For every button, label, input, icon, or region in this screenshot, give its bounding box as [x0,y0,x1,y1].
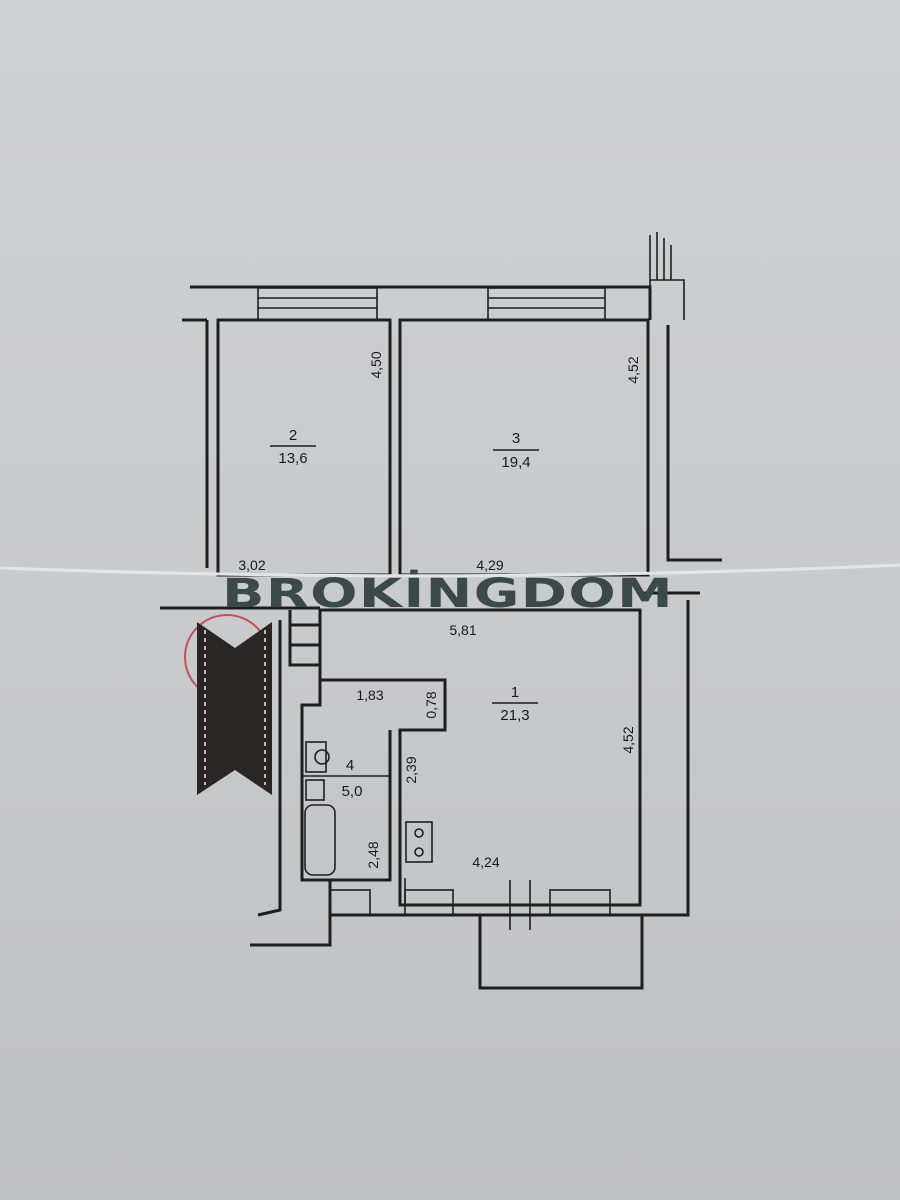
svg-text:4,29: 4,29 [476,557,503,573]
watermark: BROKİNGDOM [222,569,674,617]
svg-text:4,24: 4,24 [472,854,499,870]
svg-text:4,52: 4,52 [625,356,641,383]
svg-text:13,6: 13,6 [278,450,307,467]
window [329,889,371,916]
walls [160,232,722,990]
shaft-symbol [184,614,272,795]
svg-text:4,50: 4,50 [368,351,384,378]
paper-fold [0,563,900,578]
svg-text:4: 4 [346,757,354,774]
svg-text:2,48: 2,48 [365,841,381,868]
svg-text:2,39: 2,39 [403,756,419,783]
window [487,287,606,321]
svg-text:3,02: 3,02 [238,557,265,573]
svg-text:21,3: 21,3 [500,707,529,724]
svg-text:1,83: 1,83 [356,687,383,703]
toilet [305,779,325,801]
svg-text:5,81: 5,81 [449,622,476,638]
window [404,889,454,916]
washbasin [305,741,327,773]
window [549,889,611,916]
dimensions: 4,50 3,02 4,52 4,29 5,81 4,52 4,24 2,39 … [238,351,641,870]
window [257,287,378,321]
svg-text:19,4: 19,4 [501,454,530,471]
room-3-label: 3 19,4 [493,430,539,471]
svg-text:2: 2 [289,427,297,444]
balcony [478,915,644,990]
svg-text:4,52: 4,52 [620,726,636,753]
svg-text:3: 3 [512,430,520,447]
room-1-label: 1 21,3 [492,684,538,724]
svg-text:5,0: 5,0 [342,783,363,800]
svg-text:0,78: 0,78 [423,691,439,718]
room-4-label: 4 5,0 [342,757,363,800]
room-2-label: 2 13,6 [270,427,316,467]
svg-text:1: 1 [511,684,519,701]
bathtub [304,804,336,876]
stove [405,821,433,863]
